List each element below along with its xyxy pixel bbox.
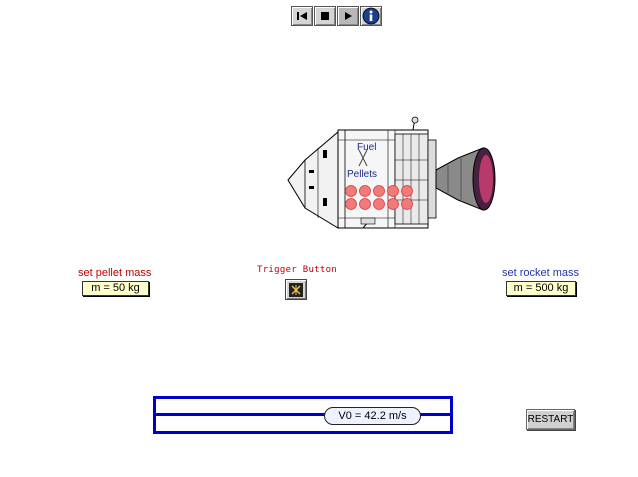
velocity-readout[interactable]: V0 = 42.2 m/s bbox=[324, 407, 421, 425]
stop-button[interactable] bbox=[314, 6, 336, 26]
trigger-icon bbox=[289, 282, 303, 297]
rocket-illustration: Fuel Pellets bbox=[287, 116, 496, 229]
play-icon bbox=[345, 12, 352, 20]
info-icon bbox=[362, 7, 380, 25]
pellet-mass-label: set pellet mass bbox=[78, 267, 152, 279]
pellet-mass-field[interactable]: m = 50 kg bbox=[82, 281, 149, 296]
playback-controls bbox=[291, 6, 382, 26]
info-button[interactable] bbox=[360, 6, 382, 26]
restart-button[interactable]: RESTART bbox=[526, 409, 575, 430]
pellets-label: Pellets bbox=[347, 169, 377, 180]
velocity-track bbox=[153, 396, 453, 434]
stop-icon bbox=[321, 12, 329, 20]
track-line bbox=[156, 413, 450, 416]
trigger-button[interactable] bbox=[285, 279, 307, 300]
play-button[interactable] bbox=[337, 6, 359, 26]
skip-back-icon bbox=[297, 12, 307, 20]
rocket-mass-label: set rocket mass bbox=[502, 267, 580, 279]
rewind-button[interactable] bbox=[291, 6, 313, 26]
fuel-label: Fuel bbox=[357, 142, 376, 153]
rocket-mass-field[interactable]: m = 500 kg bbox=[506, 281, 576, 296]
trigger-label: Trigger Button bbox=[257, 265, 338, 275]
